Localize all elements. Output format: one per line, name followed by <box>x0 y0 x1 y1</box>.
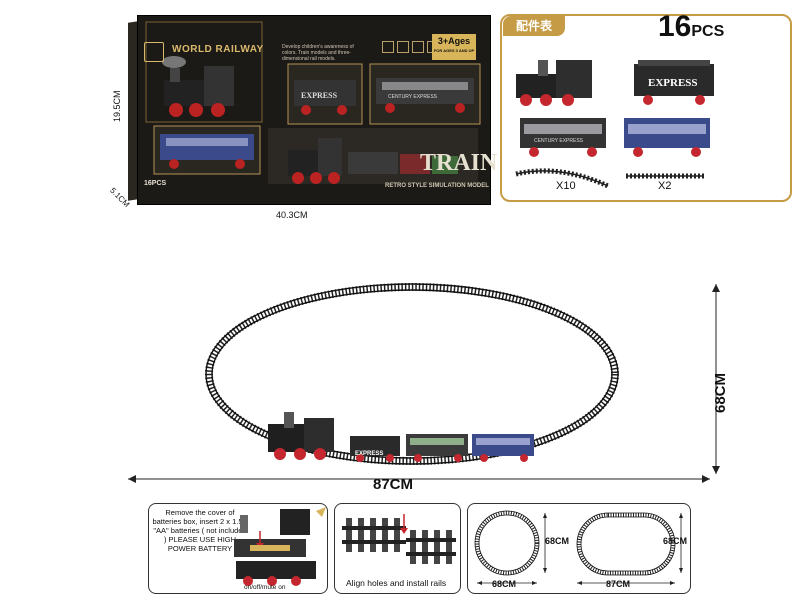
light-icon <box>397 41 409 53</box>
track-express-text: EXPRESS <box>355 451 383 457</box>
box-width-dim: 40.3CM <box>276 210 308 220</box>
straight-rail-qty: X2 <box>658 180 672 192</box>
layout-options-diagram <box>474 510 683 585</box>
part-express-text: EXPRESS <box>648 77 698 89</box>
locomotive-art <box>162 56 234 117</box>
oval-height-dim: 68CM <box>663 536 688 546</box>
part-passenger-car-blue <box>624 118 710 157</box>
layout-height-dim: 68CM <box>712 372 729 413</box>
part-locomotive <box>516 60 592 106</box>
battery-instruction-text: Remove the cover of batteries box, inser… <box>152 508 248 553</box>
layout-options-panel <box>467 503 691 594</box>
part-tender <box>634 60 714 105</box>
box-subtitle: RETRO STYLE SIMULATION MODEL <box>385 183 489 189</box>
oval-width-dim: 87CM <box>606 579 631 589</box>
parts-list-panel <box>500 14 792 202</box>
box-express-text: EXPRESS <box>301 91 338 100</box>
layout-width-dim: 87CM <box>373 476 414 493</box>
box-artwork: EXPRESS CENTURY EXPRESS <box>145 21 481 184</box>
rail-instruction-text: Align holes and install rails <box>346 578 447 588</box>
brand-logo-icon <box>144 42 164 62</box>
age-badge: 3+Ages FOR AGES 3 AND UP <box>432 34 476 60</box>
battery-diagram <box>234 507 326 586</box>
box-description: Develop children's awareness of colors. … <box>282 44 354 62</box>
box-train-title: TRAIN <box>420 150 498 176</box>
box-century-text: CENTURY EXPRESS <box>388 94 438 100</box>
circle-height-dim: 68CM <box>545 536 570 546</box>
part-century-text: CENTURY EXPRESS <box>534 138 584 144</box>
battery-icon <box>412 41 424 53</box>
part-passenger-car-dark <box>520 118 606 157</box>
switch-label: on/off/mute on <box>244 584 286 591</box>
box-piece-count: 16PCS <box>144 180 167 187</box>
piece-count: 16PCS <box>658 10 725 43</box>
parts-artwork: EXPRESS CENTURY EXPRESS <box>515 60 714 189</box>
box-brand: WORLD RAILWAY <box>172 44 264 55</box>
parts-list-tab: 配件表 <box>503 16 565 36</box>
rail-instruction-panel <box>334 503 461 594</box>
train-on-track <box>268 412 534 462</box>
circle-width-dim: 68CM <box>492 579 517 589</box>
battery-instruction-panel <box>148 503 328 594</box>
sound-icon <box>382 41 394 53</box>
curved-rail-qty: X10 <box>556 180 576 192</box>
rail-assembly-diagram <box>342 514 456 564</box>
